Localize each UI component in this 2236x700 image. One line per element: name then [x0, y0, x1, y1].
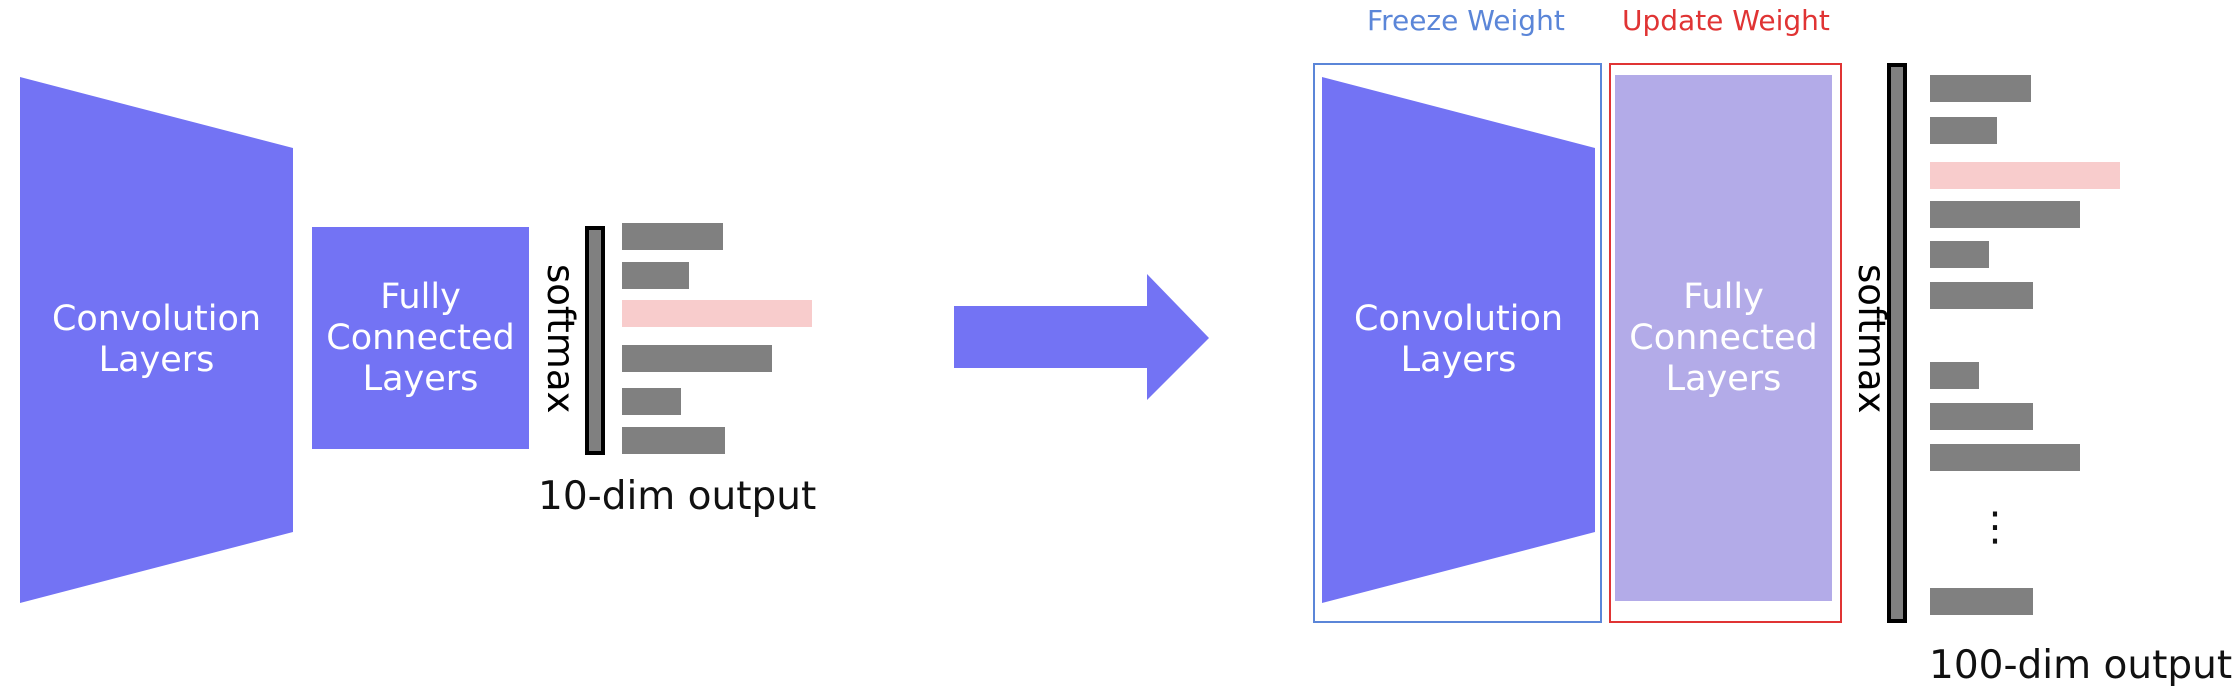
output-bar — [1930, 362, 1979, 389]
output-bar — [1930, 117, 1997, 144]
output-bar — [1930, 241, 1989, 268]
output-bar — [622, 345, 772, 372]
right-softmax-bar — [1887, 63, 1907, 623]
output-bar — [622, 388, 681, 415]
output-bar — [1930, 588, 2033, 615]
right-fc-label: Fully Connected Layers — [1629, 276, 1818, 399]
output-bar — [622, 262, 689, 289]
output-bar — [622, 223, 723, 250]
right-conv-trapezoid — [1322, 77, 1595, 603]
freeze-weight-box — [1313, 63, 1602, 623]
output-bar — [622, 427, 725, 454]
output-bar-highlight — [622, 300, 812, 327]
freeze-weight-label: Freeze Weight — [1367, 4, 1565, 37]
right-output-label: 100-dim output — [1929, 643, 2233, 688]
ellipsis-icon: ⋮ — [1975, 504, 2015, 550]
left-conv-trapezoid — [20, 77, 293, 603]
update-weight-label: Update Weight — [1622, 4, 1830, 37]
left-conv-label: Convolution Layers — [51, 299, 262, 380]
left-output-label: 10-dim output — [538, 474, 817, 519]
left-softmax-bar — [585, 226, 605, 455]
output-bar — [1930, 444, 2080, 471]
left-fc-label: Fully Connected Layers — [326, 276, 515, 399]
right-conv-label: Convolution Layers — [1353, 299, 1564, 380]
output-bar — [1930, 403, 2033, 430]
output-bar — [1930, 201, 2080, 228]
right-softmax-label: softmax — [1850, 264, 1893, 414]
output-bar — [1930, 75, 2031, 102]
left-fc-box — [312, 227, 529, 449]
update-weight-box — [1609, 63, 1842, 623]
output-bar — [1930, 282, 2033, 309]
transfer-arrow — [954, 274, 1209, 400]
left-softmax-label: softmax — [539, 264, 582, 414]
right-fc-box — [1615, 75, 1832, 601]
output-bar-highlight — [1930, 162, 2120, 189]
